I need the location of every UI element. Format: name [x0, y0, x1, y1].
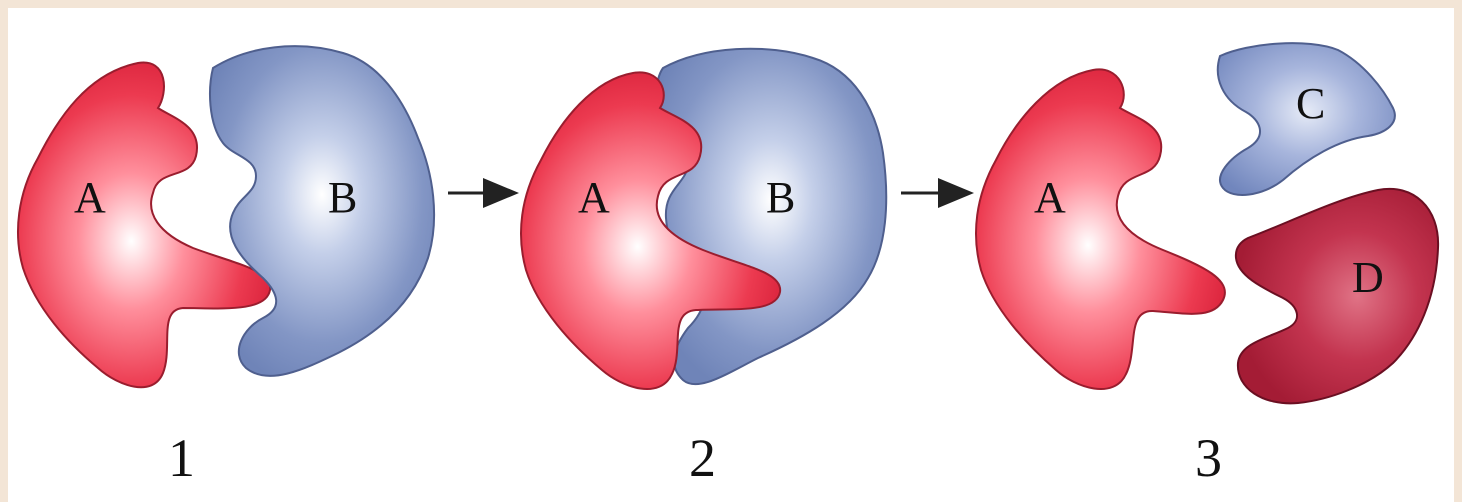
- product-d-step-3: [1236, 189, 1438, 403]
- label-a-step-1: A: [74, 173, 106, 222]
- enzyme-a-step-3: [976, 69, 1225, 389]
- step-number-3: 3: [1195, 428, 1222, 488]
- label-c-step-3: C: [1296, 79, 1325, 128]
- label-d-step-3: D: [1352, 253, 1384, 302]
- step-number-2: 2: [689, 428, 716, 488]
- diagram-canvas: A B A B A C D 1 2 3: [8, 8, 1454, 502]
- label-a-step-2: A: [578, 173, 610, 222]
- step-number-1: 1: [168, 428, 195, 488]
- label-b-step-2: B: [766, 173, 795, 222]
- label-a-step-3: A: [1034, 173, 1066, 222]
- substrate-b-step-1: [210, 46, 434, 376]
- label-b-step-1: B: [328, 173, 357, 222]
- reaction-diagram: A B A B A C D 1 2 3: [8, 8, 1454, 502]
